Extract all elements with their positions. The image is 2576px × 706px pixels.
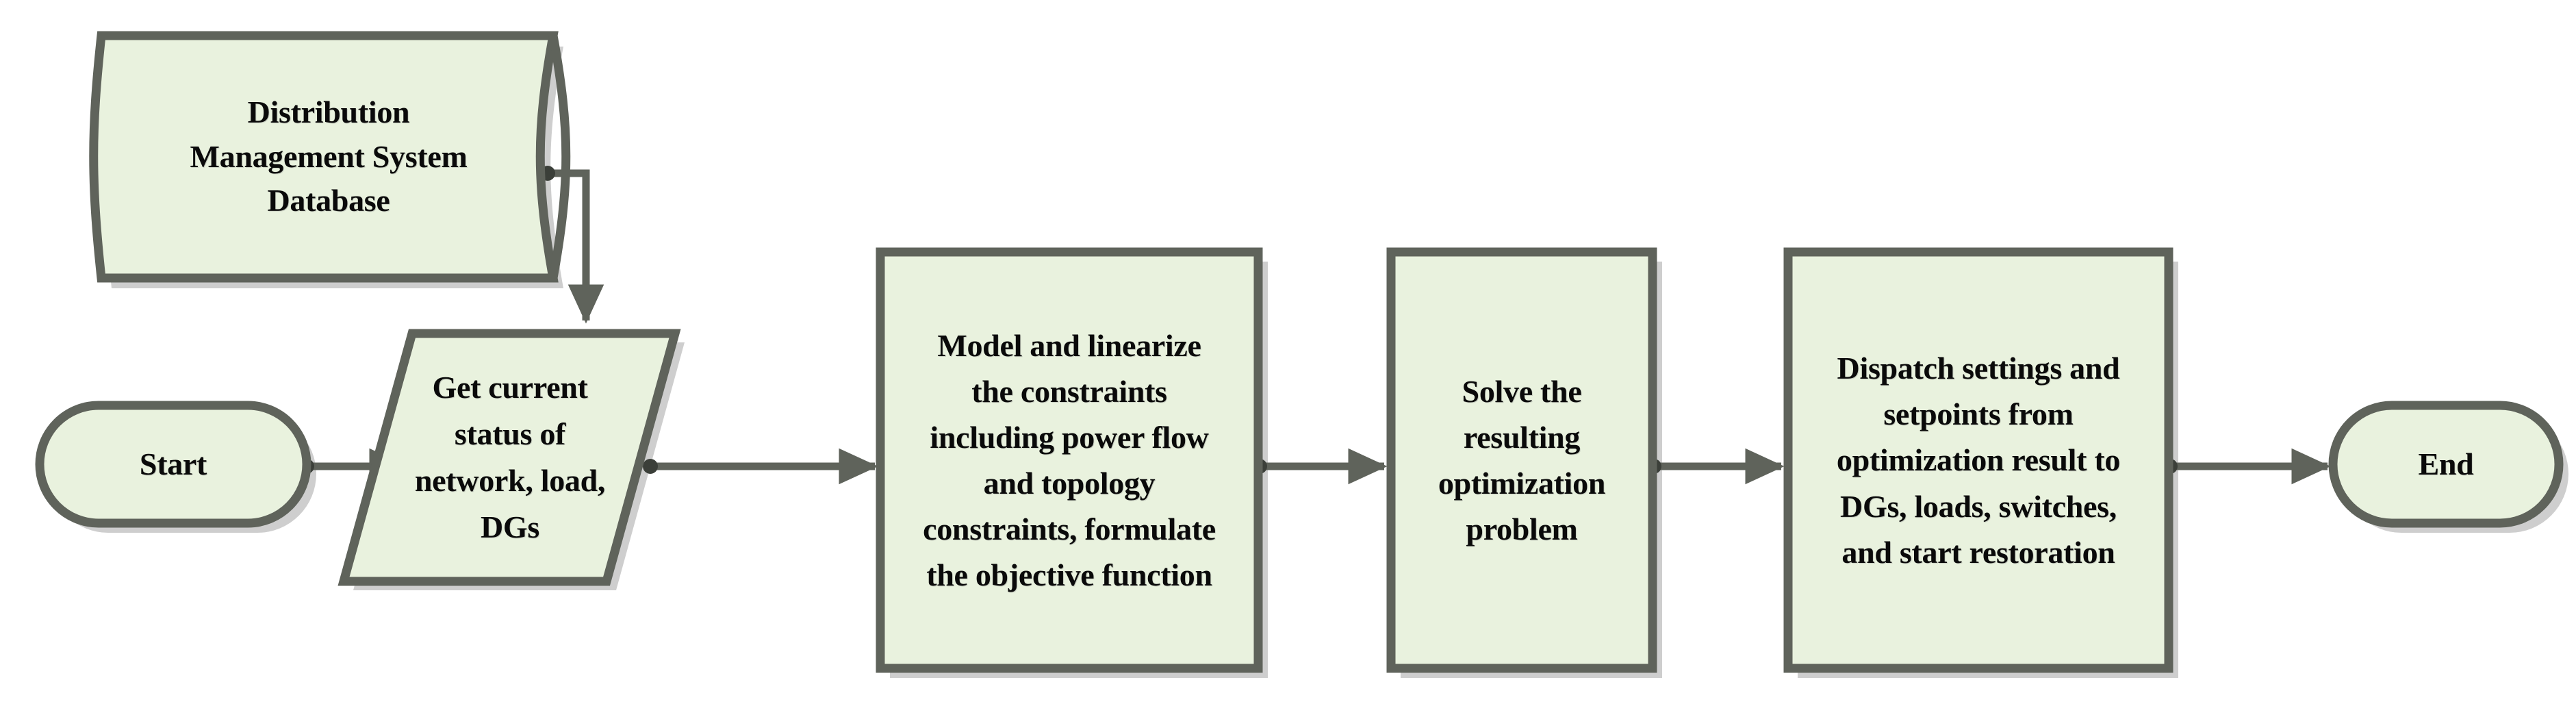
node-end[interactable] [2328, 401, 2564, 528]
solve-hit-area[interactable] [1391, 252, 1653, 668]
connector-get-status-to-model[interactable] [643, 448, 878, 485]
node-solve[interactable] [1386, 247, 1657, 673]
node-start[interactable] [35, 401, 311, 528]
solve-shape [1386, 247, 1657, 673]
end-shape [2328, 401, 2564, 528]
database-end-arc [548, 34, 571, 279]
node-model-linearize[interactable] [876, 247, 1263, 673]
start-shape [35, 401, 311, 528]
connector-dispatch-to-end[interactable] [2163, 448, 2331, 485]
node-get-status[interactable] [337, 329, 681, 586]
node-database[interactable] [89, 31, 571, 283]
node-dispatch[interactable] [1783, 247, 2173, 673]
get-status-shape [337, 329, 681, 586]
model-linearize-shape [876, 247, 1263, 673]
start-hit-area[interactable] [40, 405, 307, 523]
connector-source-dot [643, 459, 658, 474]
connector-layer [299, 166, 2331, 485]
end-hit-area[interactable] [2333, 405, 2559, 523]
model-linearize-hit-area[interactable] [880, 252, 1258, 668]
database-hit-area[interactable] [101, 36, 570, 278]
node-shape-layer [35, 31, 2564, 673]
dispatch-hit-area[interactable] [1788, 252, 2169, 668]
dispatch-shape [1783, 247, 2173, 673]
get-status-hit-area[interactable] [344, 333, 675, 581]
connector-line [548, 169, 604, 324]
connector-model-to-solve[interactable] [1252, 448, 1388, 485]
connector-solve-to-dispatch[interactable] [1646, 448, 1785, 485]
